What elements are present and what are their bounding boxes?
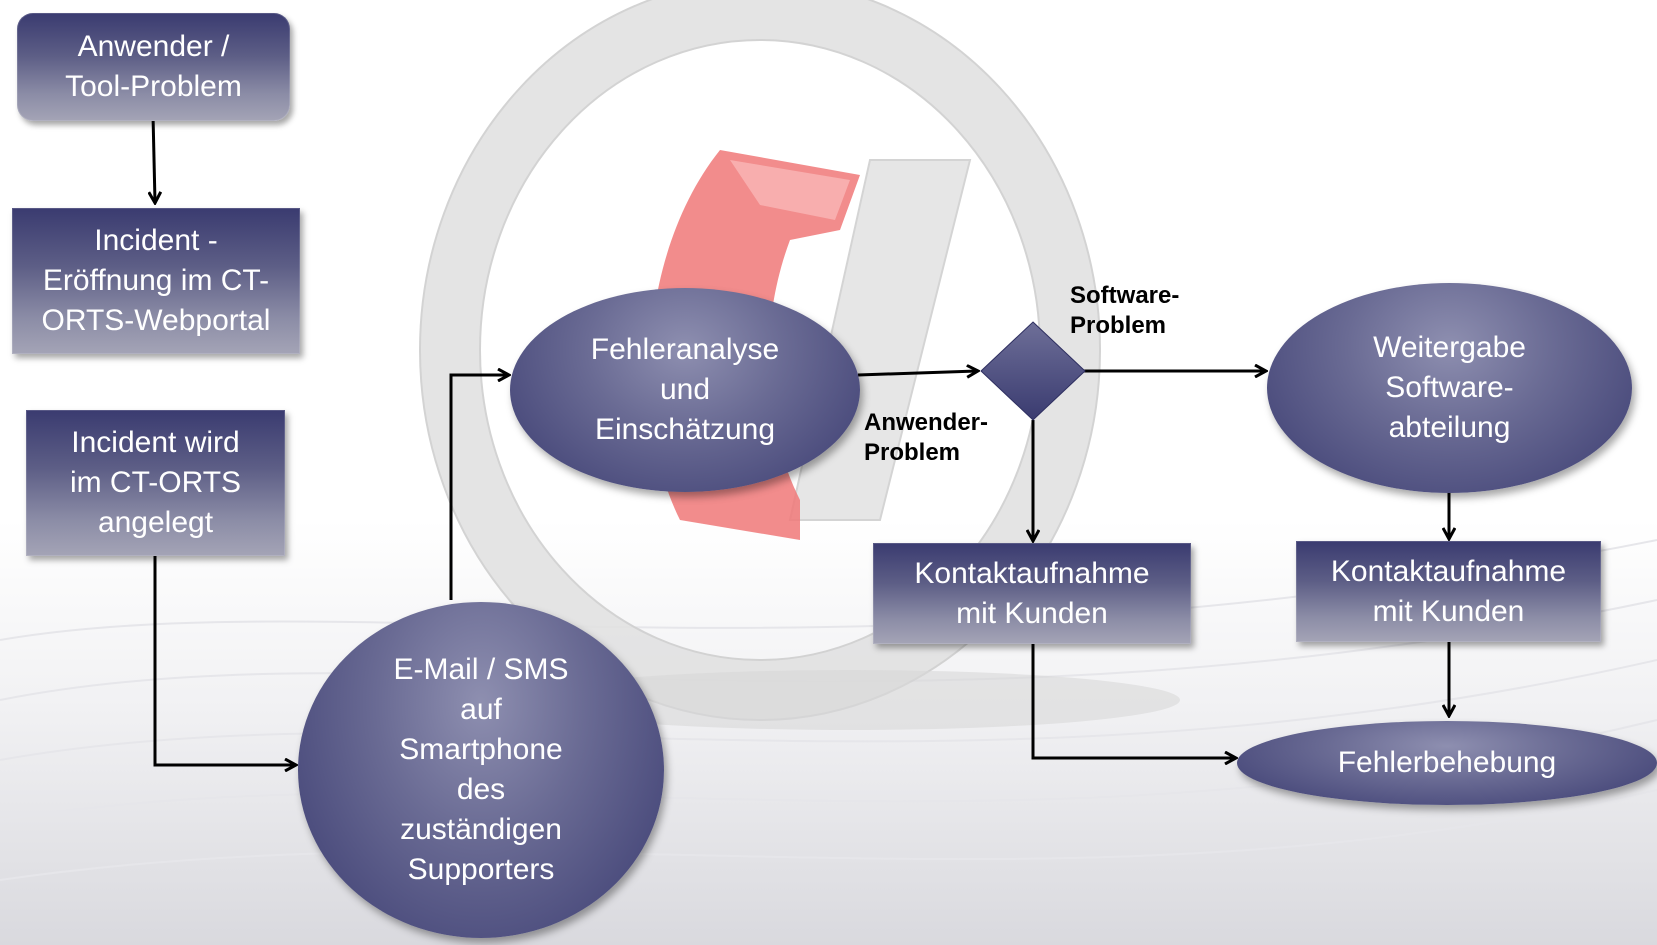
background-swooshes <box>0 539 1657 881</box>
node-incident-angelegt: Incident wird im CT-ORTS angelegt <box>26 410 285 556</box>
node-anwender-tool-problem: Anwender / Tool-Problem <box>17 13 290 121</box>
node-fehleranalyse: Fehleranalyse und Einschätzung <box>510 288 860 492</box>
arrow-angelegt-to-email <box>153 540 295 765</box>
node-fehlerbehebung: Fehlerbehebung <box>1237 721 1657 805</box>
node-email-sms: E-Mail / SMS auf Smartphone des zuständi… <box>298 602 664 938</box>
node-kontaktaufnahme-1: Kontaktaufnahme mit Kunden <box>873 543 1191 644</box>
decision-diamond <box>980 321 1086 421</box>
node-incident-eroeffnung: Incident - Eröffnung im CT- ORTS-Webport… <box>12 208 300 354</box>
node-weitergabe: Weitergabe Software- abteilung <box>1267 283 1632 493</box>
at-sign-watermark <box>419 0 1180 730</box>
arrow-analyse-to-decision <box>857 371 977 375</box>
arrow-email-to-analyse <box>449 375 508 600</box>
node-kontaktaufnahme-2: Kontaktaufnahme mit Kunden <box>1296 541 1601 642</box>
arrow-tool-to-incident <box>153 114 155 202</box>
arrow-kontakt1-to-fehlerbehebung <box>1031 633 1235 758</box>
label-anwender-problem: Anwender- Problem <box>864 409 989 466</box>
label-software-problem: Software- Problem <box>1070 282 1180 339</box>
